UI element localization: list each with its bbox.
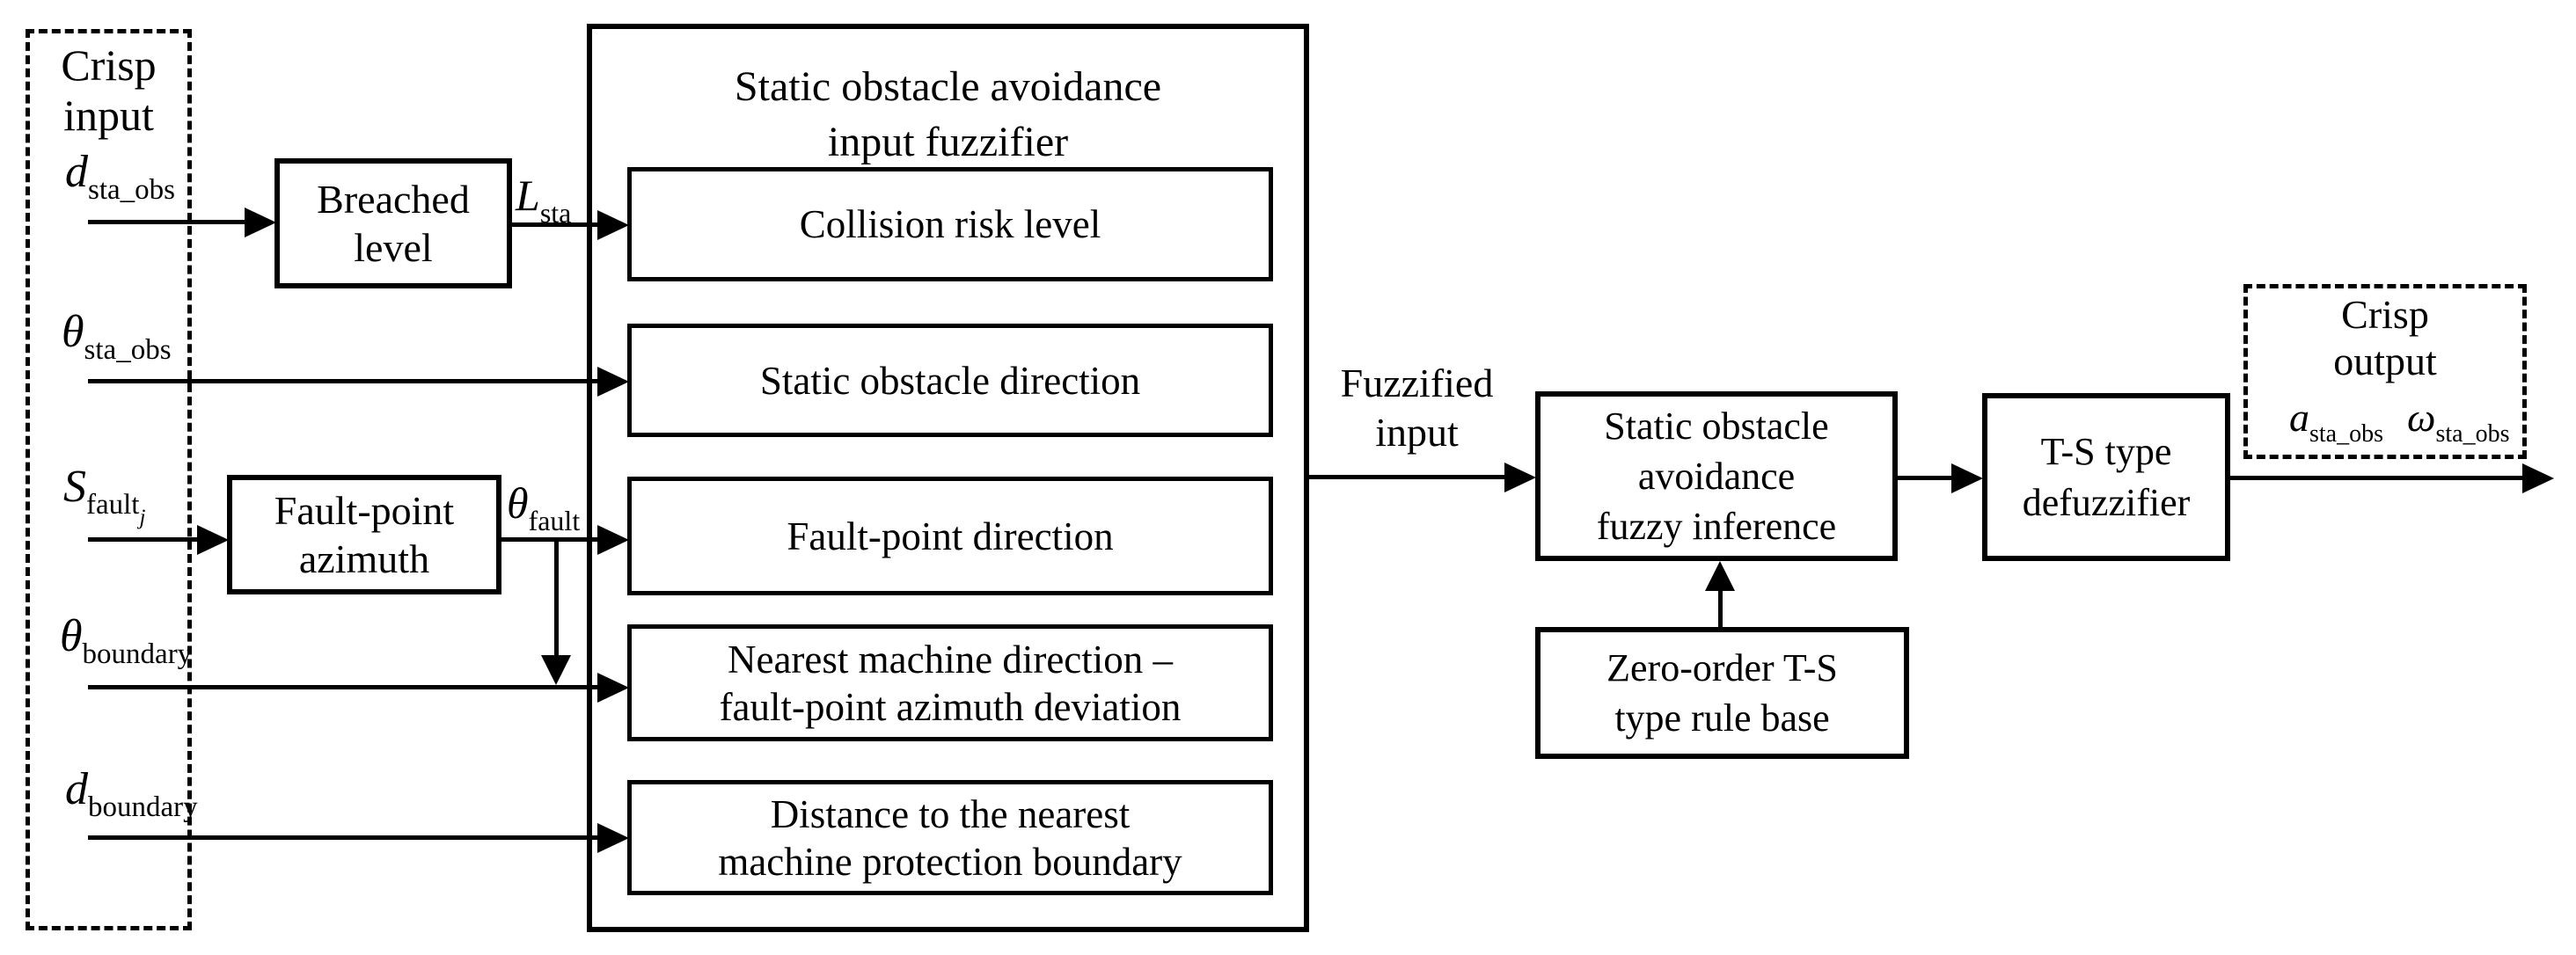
input-label-theta-sta-obs: θsta_obs <box>62 307 172 367</box>
arrow-d-sta-obs-head <box>245 208 276 237</box>
rule-base-box: Zero-order T-S type rule base <box>1535 627 1909 759</box>
collision-risk-level-label: Collision risk level <box>799 202 1101 246</box>
arrow-theta-sta-obs-line <box>88 379 598 383</box>
azimuth-deviation-box: Nearest machine direction – fault-point … <box>627 624 1273 741</box>
arrow-inference-output-line <box>1898 476 1954 480</box>
crisp-output-title: Crisp output <box>2333 292 2437 383</box>
crisp-input-group-box: Crisp input <box>26 29 192 930</box>
arrow-theta-sta-obs-head <box>597 367 629 397</box>
arrow-theta-fault-branch-line <box>554 539 559 657</box>
boundary-distance-label: Distance to the nearest machine protecti… <box>718 791 1182 884</box>
input-label-s-fault-j: Sfaultj <box>63 462 145 530</box>
fault-point-direction-label: Fault-point direction <box>787 514 1114 558</box>
static-obstacle-direction-label: Static obstacle direction <box>759 358 1141 403</box>
arrow-theta-boundary-head <box>597 673 629 703</box>
arrow-rule-base-head <box>1705 561 1735 591</box>
rule-base-label: Zero-order T-S type rule base <box>1606 646 1838 740</box>
variable-subscript: fault <box>528 505 581 536</box>
input-label-theta-boundary: θboundary <box>60 611 192 671</box>
variable-subscript: sta_obs <box>2309 420 2383 448</box>
variable-base: d <box>65 147 88 197</box>
variable-base: θ <box>62 307 84 357</box>
variable-base: L <box>516 171 540 220</box>
variable-subscript: fault <box>86 489 140 521</box>
variable-base: θ <box>507 478 529 528</box>
breached-level-label: Breached level <box>317 177 470 270</box>
collision-risk-level-box: Collision risk level <box>627 167 1273 281</box>
static-obstacle-direction-box: Static obstacle direction <box>627 324 1273 437</box>
arrow-l-sta-head <box>597 210 629 240</box>
signal-label-theta-fault: θfault <box>507 478 580 536</box>
variable-subscript: boundary <box>88 791 198 823</box>
azimuth-deviation-label: Nearest machine direction – fault-point … <box>719 637 1182 729</box>
arrow-theta-boundary-line <box>88 685 598 689</box>
variable-subscript: sta_obs <box>84 334 172 366</box>
fault-point-azimuth-box: Fault-point azimuth <box>227 475 501 594</box>
variable-base: ω <box>2407 395 2436 440</box>
arrow-d-boundary-line <box>88 835 598 840</box>
arrow-fuzzified-input-head <box>1504 463 1536 492</box>
fuzzy-inference-box: Static obstacle avoidance fuzzy inferenc… <box>1535 391 1898 561</box>
signal-label-l-sta: Lsta <box>516 171 571 229</box>
arrow-theta-fault-line <box>501 537 600 542</box>
fault-point-direction-box: Fault-point direction <box>627 477 1273 595</box>
input-fuzzifier-title: Static obstacle avoidance input fuzzifie… <box>734 63 1162 165</box>
variable-subsubscript: j <box>139 506 146 529</box>
arrow-theta-fault-branch-head <box>541 655 571 685</box>
variable-base: θ <box>60 611 83 661</box>
input-label-d-sta-obs: dsta_obs <box>65 147 175 207</box>
variable-subscript: boundary <box>82 638 193 670</box>
arrow-inference-output-head <box>1951 463 1983 493</box>
arrow-theta-fault-head <box>597 525 629 555</box>
input-label-d-boundary: dboundary <box>65 764 198 824</box>
defuzzifier-label: T-S type defuzzifier <box>2022 429 2191 524</box>
crisp-output-group-box: Crisp output <box>2243 284 2527 459</box>
arrow-crisp-output-head <box>2522 463 2554 493</box>
arrow-s-fault-head <box>197 525 229 555</box>
arrow-crisp-output-line <box>2230 476 2524 480</box>
boundary-distance-box: Distance to the nearest machine protecti… <box>627 780 1273 895</box>
defuzzifier-box: T-S type defuzzifier <box>1982 393 2230 561</box>
variable-subscript: sta_obs <box>2435 420 2510 448</box>
arrow-d-boundary-head <box>597 823 629 853</box>
output-label-omega-sta-obs: ωsta_obs <box>2407 395 2509 448</box>
arrow-l-sta-line <box>512 222 600 227</box>
breached-level-box: Breached level <box>274 158 512 288</box>
crisp-input-title: Crisp input <box>61 40 157 140</box>
fuzzified-input-label: Fuzzified input <box>1340 361 1494 455</box>
variable-base: S <box>63 462 86 512</box>
variable-base: a <box>2289 395 2309 440</box>
arrow-d-sta-obs-line <box>88 220 246 224</box>
output-label-a-sta-obs: asta_obs <box>2289 395 2383 448</box>
arrow-rule-base-line <box>1718 591 1723 627</box>
fuzzy-inference-label: Static obstacle avoidance fuzzy inferenc… <box>1596 405 1837 548</box>
fault-point-azimuth-label: Fault-point azimuth <box>274 488 455 581</box>
arrow-fuzzified-input-line <box>1309 475 1507 479</box>
variable-subscript: sta_obs <box>88 174 175 206</box>
variable-base: d <box>65 764 88 814</box>
arrow-s-fault-line <box>88 537 199 542</box>
